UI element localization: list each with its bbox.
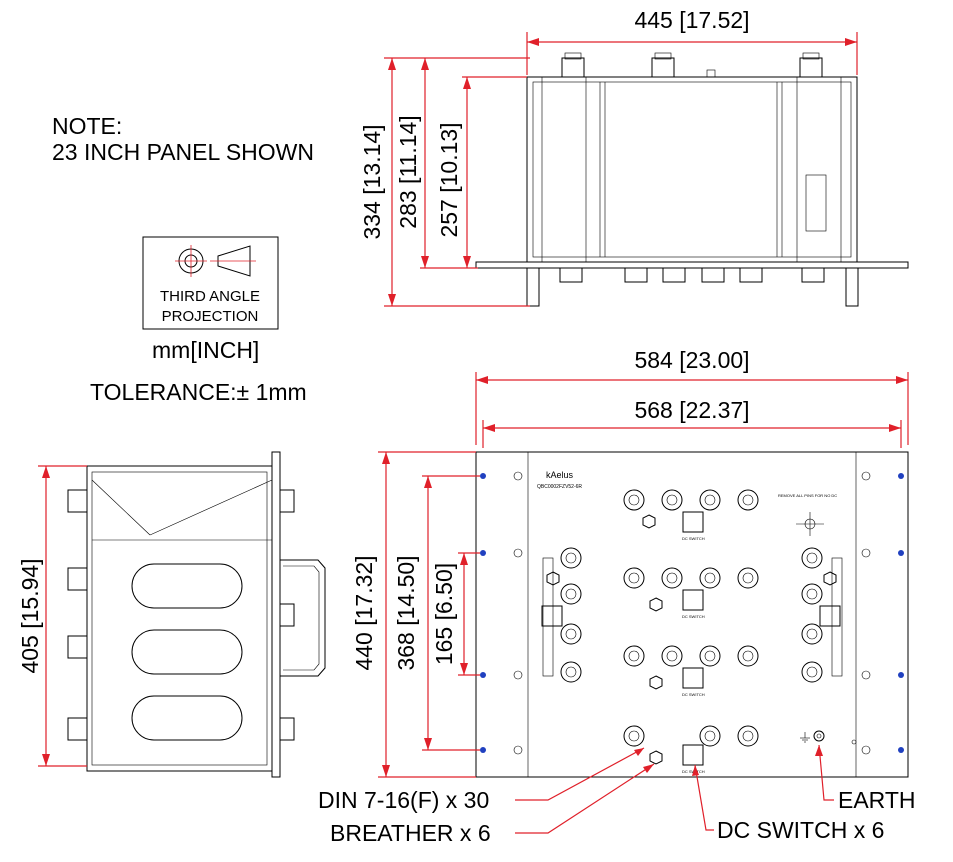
dc-switch-panel-label: DC SWITCH <box>682 614 705 619</box>
dc-switch-panel-label: DC SWITCH <box>682 536 705 541</box>
projection-label-1: THIRD ANGLE <box>160 288 260 305</box>
breathers <box>546 514 837 765</box>
dim-front-h2: 368 [14.50] <box>393 555 419 670</box>
dim-front-w1: 584 [23.00] <box>634 347 749 373</box>
remove-pins-note: REMOVE ALL PINS FOR NO DC <box>778 493 837 498</box>
dc-switches <box>541 511 841 766</box>
callout-breather: BREATHER x 6 <box>330 820 491 846</box>
top-view <box>475 52 909 307</box>
tolerance-label: TOLERANCE:± 1mm <box>90 379 307 405</box>
earth-terminal <box>813 730 825 742</box>
dim-top-h3: 257 [10.13] <box>436 122 462 237</box>
crosshair-symbol-icon <box>796 512 824 536</box>
projection-symbol-box: THIRD ANGLE PROJECTION <box>142 236 279 330</box>
dim-top-h1: 334 [13.14] <box>359 124 385 239</box>
callout-din: DIN 7-16(F) x 30 <box>318 787 489 813</box>
dim-front-h3: 165 [6.50] <box>431 563 457 665</box>
note-line-1: NOTE: <box>52 113 122 139</box>
brand-logo: kAelus <box>546 470 574 480</box>
dim-top-h2: 283 [11.14] <box>395 115 421 228</box>
top-height-dims <box>384 57 530 307</box>
callout-earth: EARTH <box>838 787 916 813</box>
callout-leaders <box>515 744 834 834</box>
dc-switch-panel-label: DC SWITCH <box>682 692 705 697</box>
dim-side-h: 405 [15.94] <box>17 558 43 673</box>
callout-dc-switch: DC SWITCH x 6 <box>717 817 884 843</box>
projection-symbol-icon <box>175 245 256 277</box>
model-label: QBC0002FZV52-6R <box>537 484 582 490</box>
front-view: kAelus QBC0002FZV52-6R REMOVE ALL PINS F… <box>475 451 909 778</box>
projection-label-2: PROJECTION <box>162 308 259 325</box>
side-view <box>67 451 326 778</box>
front-height-dims <box>378 451 480 778</box>
din-connectors <box>560 489 823 747</box>
dim-front-h1: 440 [17.32] <box>351 555 377 670</box>
units-label: mm[INCH] <box>152 337 259 363</box>
note-line-2: 23 INCH PANEL SHOWN <box>52 139 314 165</box>
earth-symbol-icon <box>800 732 810 743</box>
dim-front-w2: 568 [22.37] <box>634 397 749 423</box>
dim-top-width: 445 [17.52] <box>634 7 749 33</box>
